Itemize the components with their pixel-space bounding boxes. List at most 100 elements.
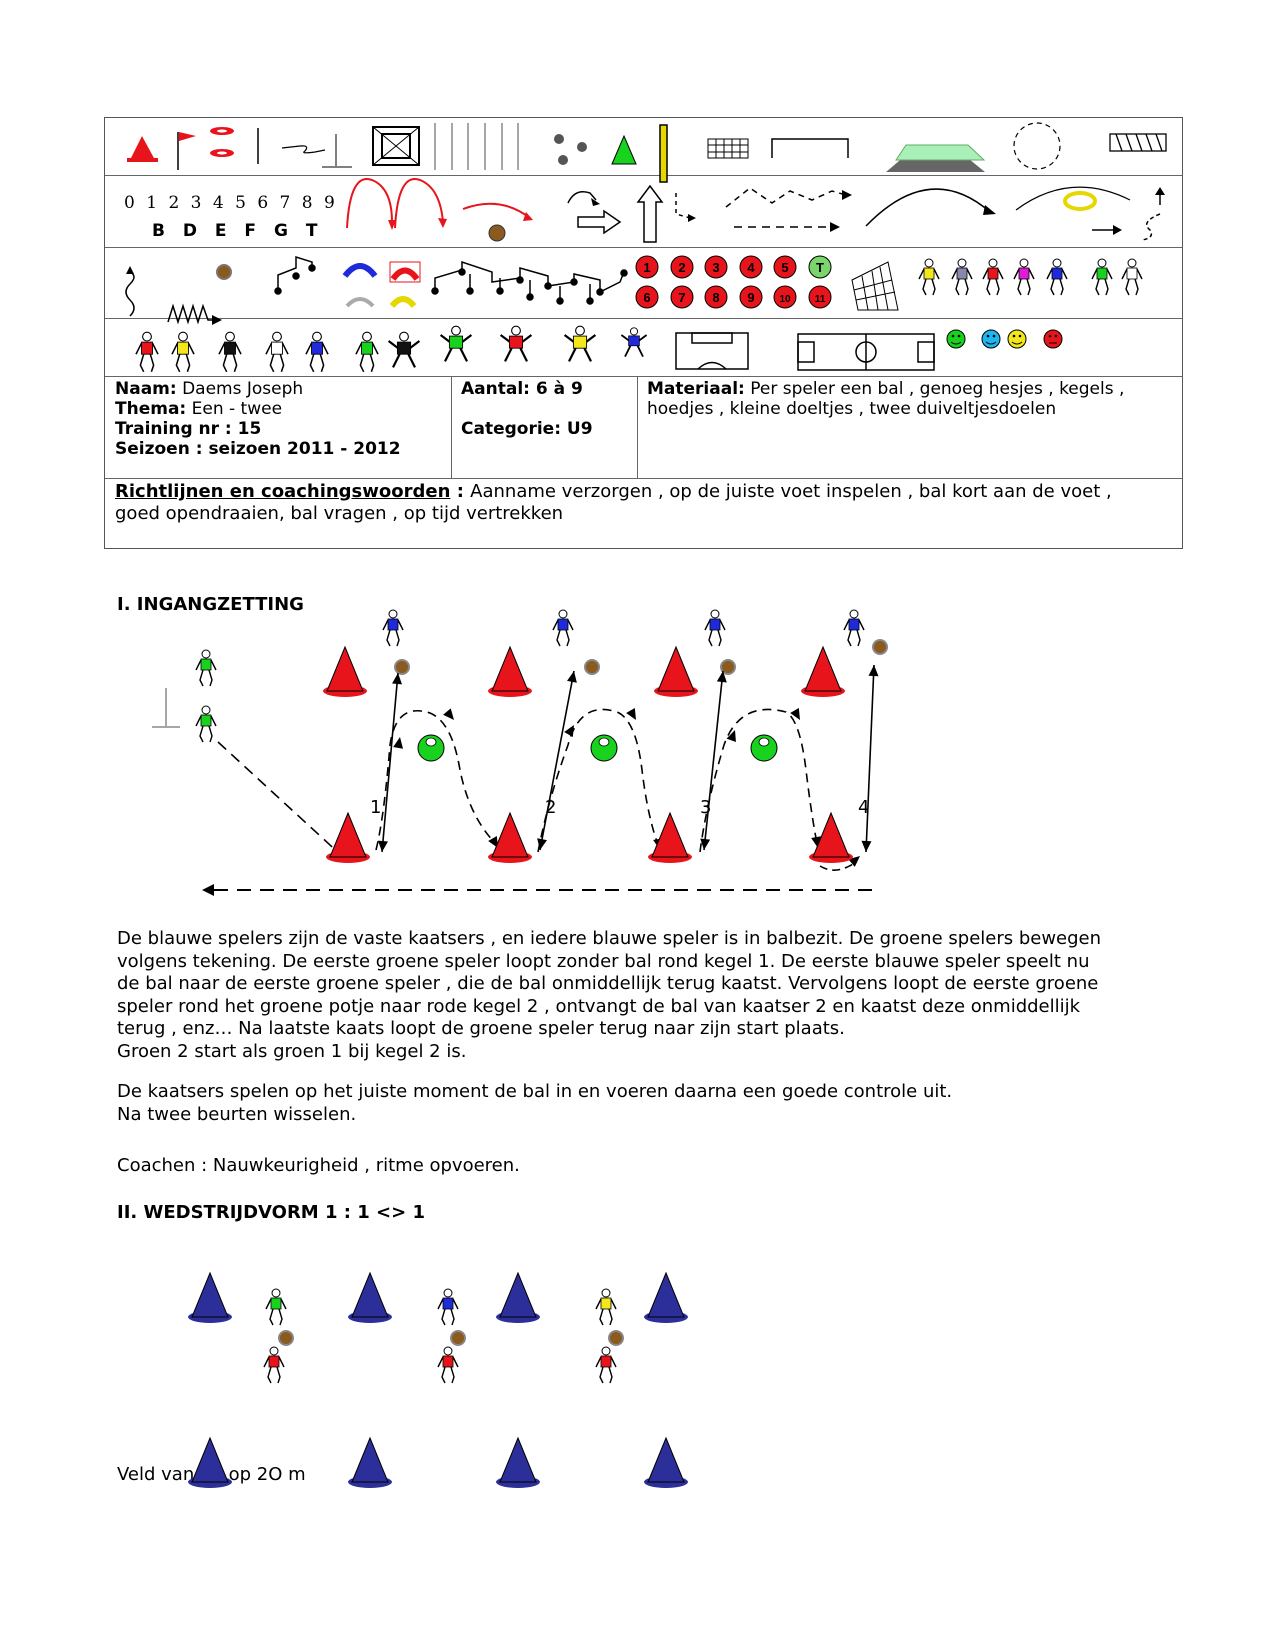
- goal-icon: [771, 138, 849, 158]
- arrowhead: [790, 707, 800, 720]
- cone: [654, 645, 698, 697]
- richtlijnen-field: Richtlijnen en coachingswoorden : Aannam…: [115, 481, 1112, 502]
- number-ball: [773, 285, 797, 309]
- number-ball-label: 7: [678, 290, 685, 305]
- player-figure: [305, 331, 329, 373]
- player-figure: [1121, 258, 1143, 296]
- player-figure: [265, 331, 289, 373]
- text-line: volgens tekening. De eerste groene spele…: [117, 950, 1090, 972]
- player-figure: [620, 327, 648, 358]
- richtlijnen-field-2: goed opendraaien, bal vragen , op tijd v…: [115, 503, 564, 524]
- run-curve: [537, 708, 661, 853]
- hollow-arrow-right-icon: [577, 209, 622, 235]
- player-figure: [135, 331, 159, 373]
- hat-white-icon: [345, 297, 375, 308]
- header-table: [104, 117, 1183, 549]
- flag-icon: [179, 132, 196, 141]
- number-ball: [635, 255, 659, 279]
- player-figure: [195, 649, 217, 687]
- number-ball: [739, 285, 763, 309]
- player-figure: [552, 609, 574, 647]
- player-figure: [195, 705, 217, 743]
- player-figure: [918, 258, 940, 296]
- player-figure: [843, 609, 865, 647]
- green-cone-icon: [611, 134, 637, 165]
- cone-number: 1: [370, 797, 381, 818]
- arrowhead: [488, 835, 498, 848]
- arrowhead: [567, 671, 577, 683]
- dashed-wave-icon: [725, 187, 847, 208]
- ball: [720, 659, 736, 675]
- cone: [644, 1436, 688, 1488]
- player-figure: [439, 325, 473, 362]
- hat-blue-icon: [342, 263, 378, 278]
- player-figure: [218, 331, 242, 373]
- digits-row: 0 1 2 3 4 5 6 7 8 9: [124, 193, 338, 213]
- pass-line: [381, 672, 399, 853]
- hurdle-row-icon: [431, 260, 628, 305]
- cone: [323, 645, 367, 697]
- number-ball: [773, 255, 797, 279]
- section-1-text-2: De kaatsers spelen op het juiste moment …: [117, 1081, 1187, 1126]
- number-ball-label: 4: [747, 260, 755, 275]
- training-field: Training nr : 15: [115, 419, 262, 439]
- arrowhead: [564, 725, 574, 738]
- field-size-text: Veld van op 2O m: [117, 1464, 306, 1485]
- player-figure: [704, 609, 726, 647]
- ball: [394, 659, 410, 675]
- run-line: [217, 741, 343, 857]
- seizoen-field: Seizoen : seizoen 2011 - 2012: [115, 439, 401, 459]
- green-pot: [750, 734, 778, 762]
- letters-row: B D E F G T: [152, 221, 324, 241]
- zone-circle-icon: [1013, 122, 1061, 170]
- red-arc-icon: [346, 178, 393, 229]
- ball: [872, 639, 888, 655]
- rebounder-icon: [851, 261, 899, 311]
- text-line: de bal naar de eerste groene speler , di…: [117, 973, 1099, 994]
- goal-net-icon: [1109, 133, 1167, 152]
- turn-icon: [567, 191, 597, 204]
- cone: [809, 811, 853, 863]
- materiaal-field-2: hoedjes , kleine doeltjes , twee duivelt…: [647, 399, 1057, 419]
- cone-number: 3: [700, 797, 711, 818]
- number-ball-label: 8: [712, 290, 719, 305]
- text-line: terug , enz… Na laatste kaats loopt de g…: [117, 1018, 845, 1039]
- poles-icon: [434, 123, 519, 170]
- net-icon: [707, 138, 749, 159]
- number-ball-label: 10: [779, 294, 791, 305]
- arrowhead: [393, 737, 404, 749]
- arrowhead: [868, 665, 879, 677]
- curve-arrow-icon: [865, 188, 991, 227]
- number-ball: [739, 255, 763, 279]
- arrowhead: [537, 838, 547, 850]
- goalpost-icon: [659, 124, 668, 183]
- run-curve: [819, 861, 857, 871]
- pass-line: [703, 670, 724, 851]
- player-figure: [382, 609, 404, 647]
- ball: [278, 1330, 294, 1346]
- coach-text: Coachen : Nauwkeurigheid , ritme opvoere…: [117, 1155, 520, 1176]
- player-figure: [563, 325, 597, 362]
- hurdle-icon: [274, 255, 316, 295]
- text-line: Na twee beurten wisselen.: [117, 1103, 357, 1125]
- section-1-text: De blauwe spelers zijn de vaste kaatsers…: [117, 928, 1187, 1063]
- pitch-half-icon: [675, 332, 749, 370]
- run-curve: [375, 709, 501, 851]
- smiley-icons: [946, 329, 1063, 349]
- number-ball-label: 2: [678, 260, 685, 275]
- naam-field: Naam: Daems Joseph: [115, 379, 304, 399]
- text-line: speler rond het groene potje naar rode k…: [117, 995, 1081, 1017]
- zigzag-run-icon: [167, 303, 216, 325]
- number-ball-label: 11: [815, 294, 826, 305]
- categorie-field: Categorie: U9: [461, 419, 593, 439]
- cone: [496, 1271, 540, 1323]
- ball: [584, 659, 600, 675]
- number-ball: [808, 255, 832, 279]
- hollow-arrow-up-icon: [636, 184, 664, 243]
